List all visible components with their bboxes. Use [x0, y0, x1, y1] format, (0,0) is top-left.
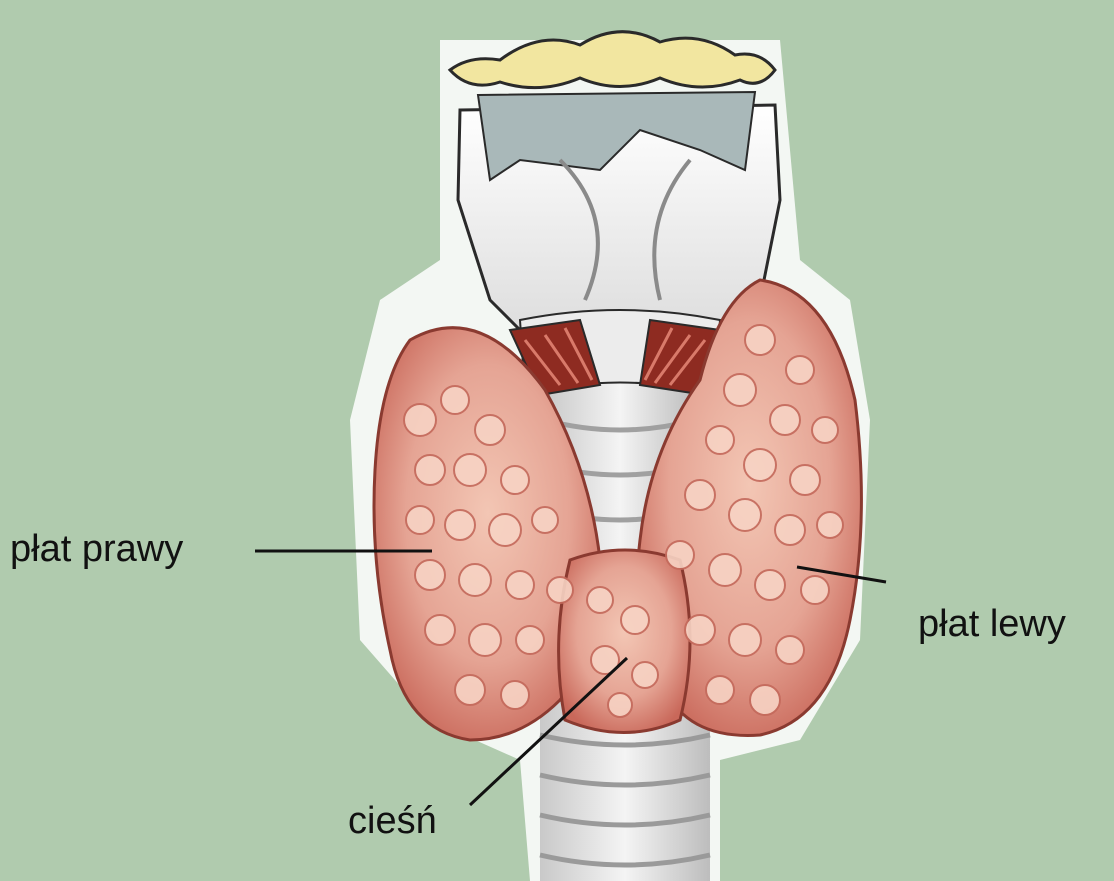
label-right-lobe: płat prawy	[10, 528, 183, 571]
label-isthmus: cieśń	[348, 800, 437, 843]
label-left-lobe: płat lewy	[918, 603, 1066, 646]
